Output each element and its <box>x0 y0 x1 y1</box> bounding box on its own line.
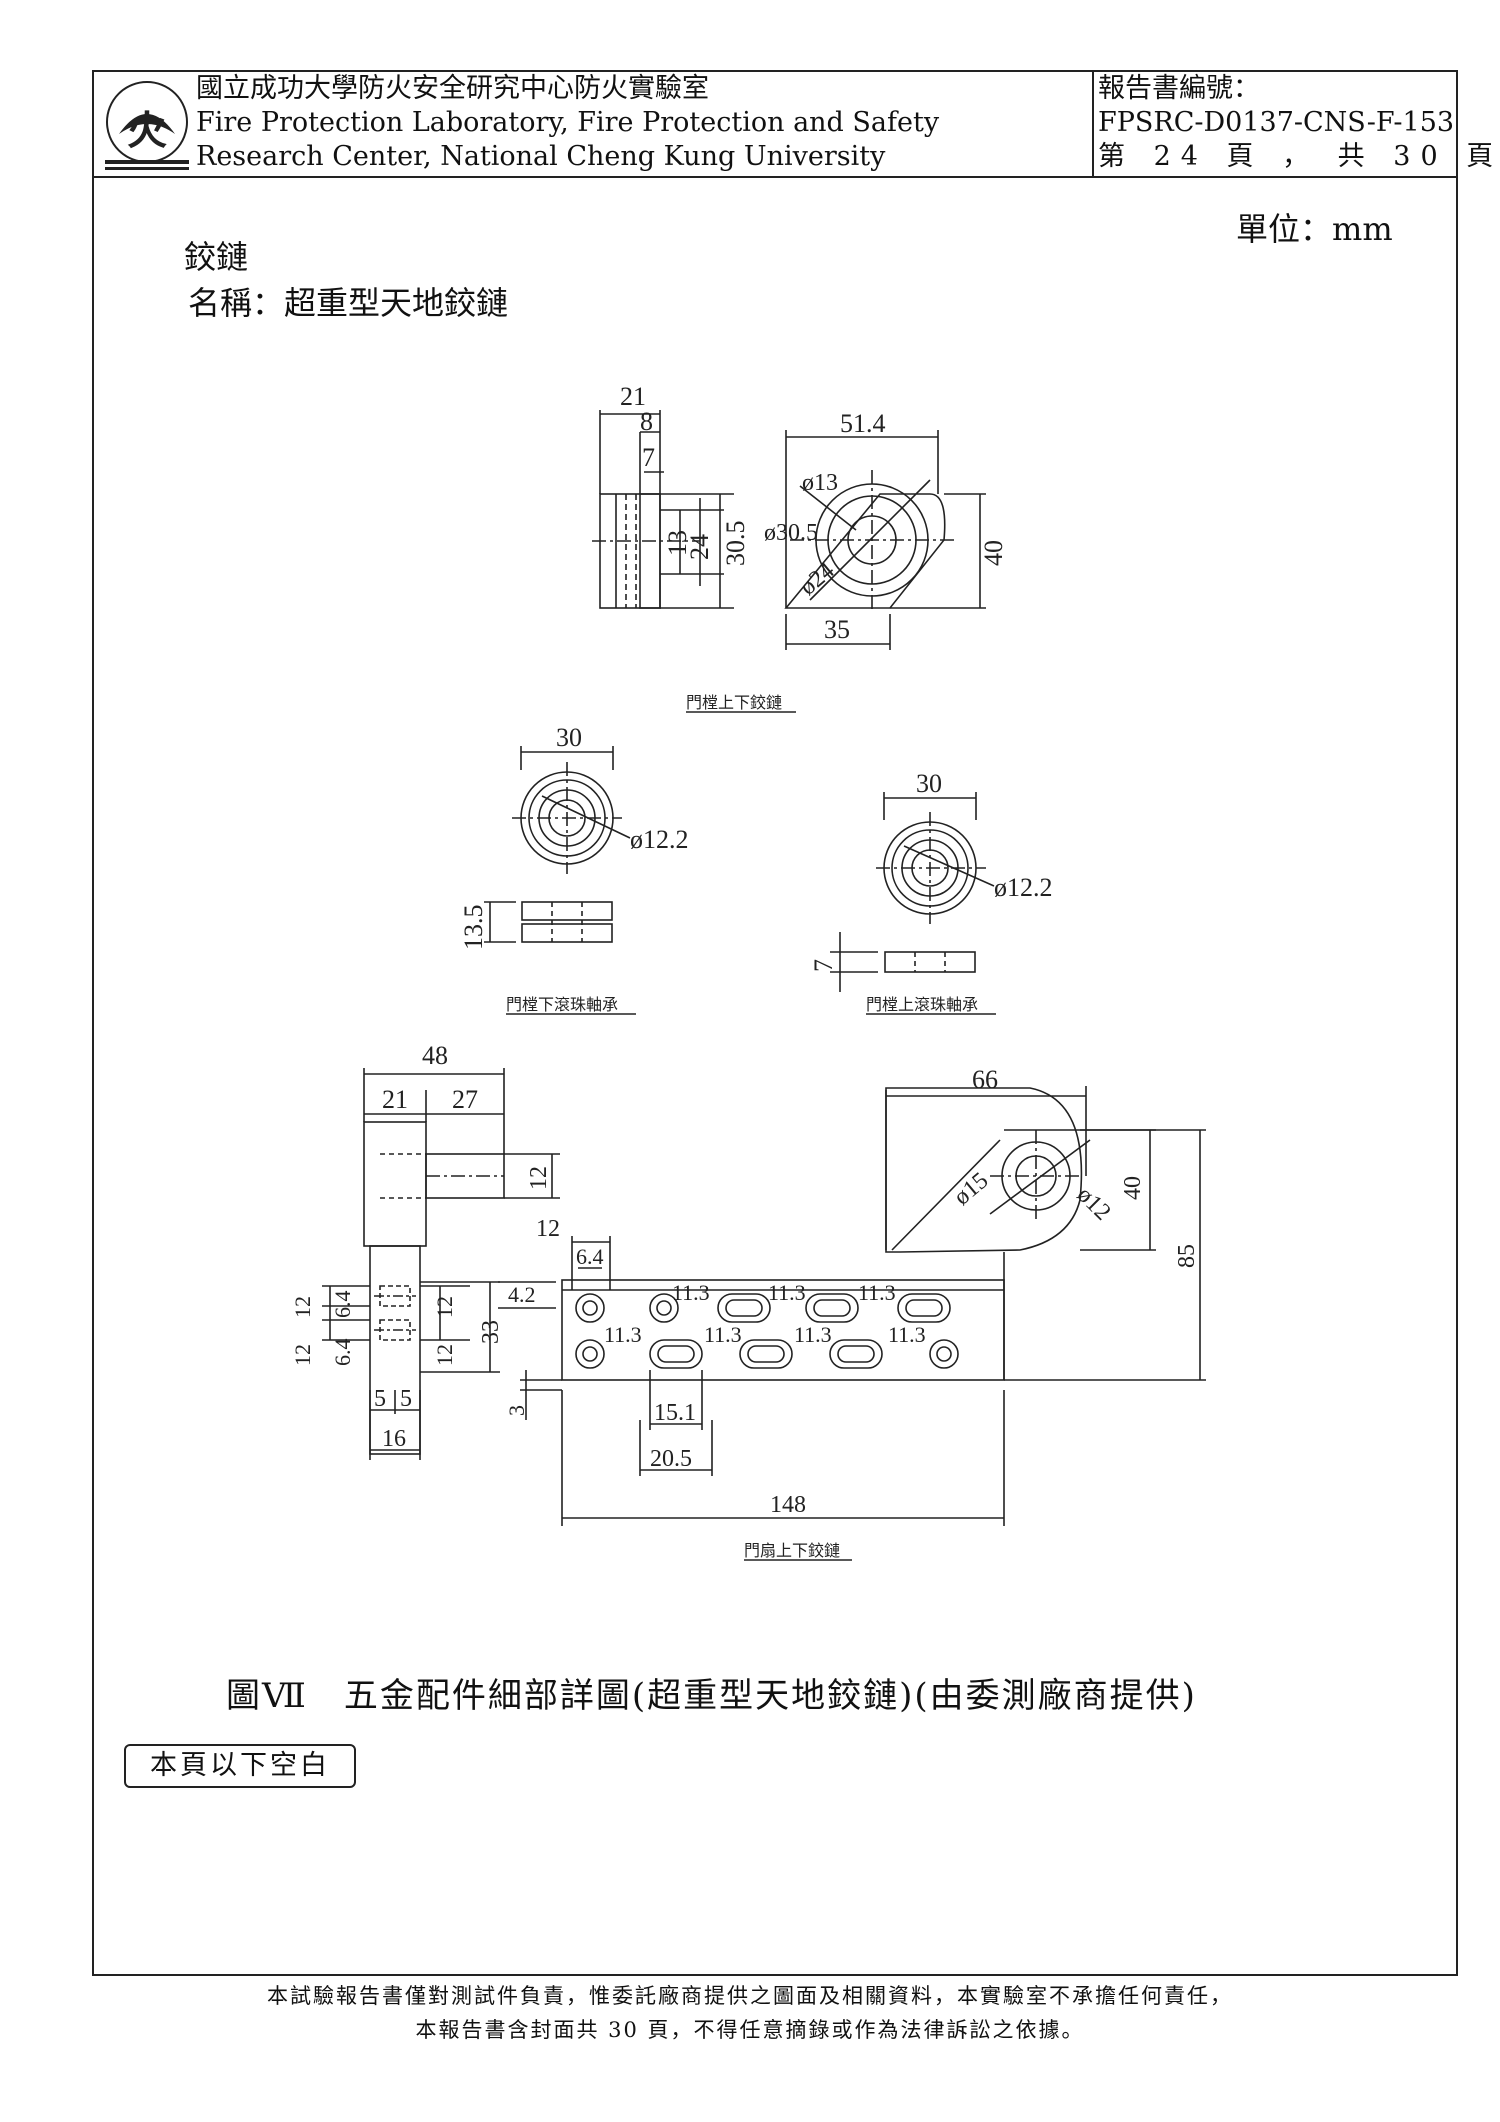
page-frame <box>92 70 1458 1976</box>
item-name: 名稱：超重型天地鉸鏈 <box>188 284 509 322</box>
dim-11-3-c: 11.3 <box>858 1280 896 1305</box>
dim-11-3-d: 11.3 <box>604 1322 642 1347</box>
dim-66: 66 <box>972 1065 998 1094</box>
header-divider <box>1092 70 1094 178</box>
dim-4-2: 4.2 <box>508 1282 536 1307</box>
leaf-hinge-plate <box>498 1086 1206 1526</box>
upper-bearing-label: 門樘上滾珠軸承 <box>866 996 978 1014</box>
footer-line-1: 本試驗報告書僅對測試件負責，惟委託廠商提供之圖面及相關資料，本實驗室不承擔任何責… <box>267 1984 1233 2008</box>
dim-6-4-left-top: 6.4 <box>330 1291 355 1319</box>
lab-logo: 火 <box>105 81 189 170</box>
lower-bearing-label: 門樘下滾珠軸承 <box>506 996 618 1014</box>
dim-12-pin: 12 <box>526 1166 552 1190</box>
dim-20-5: 20.5 <box>650 1446 692 1472</box>
blank-page-note: 本頁以下空白 <box>124 1744 356 1788</box>
dim-phi24: ø24 <box>795 558 839 601</box>
leaf-hinge-label: 門扇上下鉸鏈 <box>744 1542 840 1560</box>
dim-40: 40 <box>979 540 1008 566</box>
dim-27: 27 <box>452 1085 478 1114</box>
section-title: 鉸鏈 <box>184 238 249 276</box>
dim-12-plate: 12 <box>536 1216 560 1242</box>
dim-12-right-top: 12 <box>432 1296 457 1318</box>
dim-148: 148 <box>770 1492 806 1518</box>
header-row <box>92 70 1458 178</box>
dim-8: 8 <box>640 407 653 436</box>
footer-line-2: 本報告書含封面共 30 頁，不得任意摘錄或作為法律訴訟之依據。 <box>415 2018 1085 2042</box>
dim-11-3-a: 11.3 <box>672 1280 710 1305</box>
dim-15-1: 15.1 <box>654 1400 696 1426</box>
dim-11-3-f: 11.3 <box>794 1322 832 1347</box>
lab-name-zh: 國立成功大學防火安全研究中心防火實驗室 <box>196 73 709 104</box>
dim-30-lower: 30 <box>556 723 582 752</box>
dim-51-4: 51.4 <box>840 409 886 438</box>
dim-phi12-2-upper: ø12.2 <box>994 873 1053 902</box>
report-no: FPSRC-D0137-CNS-F-153 <box>1098 107 1455 138</box>
dim-11-3-g: 11.3 <box>888 1322 926 1347</box>
dim-30-upper: 30 <box>916 769 942 798</box>
dim-6-4-plate: 6.4 <box>576 1244 604 1269</box>
dim-30-5: 30.5 <box>721 521 750 567</box>
dim-13-5: 13.5 <box>459 905 488 951</box>
dim-6-4-left-bottom: 6.4 <box>330 1339 355 1367</box>
dim-5-a: 5 <box>374 1386 386 1412</box>
dim-phi12-2-lower: ø12.2 <box>630 825 689 854</box>
unit-label: 單位：mm <box>1236 210 1393 248</box>
dim-11-3-b: 11.3 <box>768 1280 806 1305</box>
frame-hinge-side-view <box>592 410 734 609</box>
dim-85: 85 <box>1174 1244 1200 1268</box>
dim-33: 33 <box>478 1320 504 1344</box>
dim-3: 3 <box>504 1405 529 1416</box>
dim-16: 16 <box>382 1426 406 1452</box>
frame-hinge-plan-view <box>784 430 986 650</box>
lab-title: 國立成功大學防火安全研究中心防火實驗室 Fire Protection Labo… <box>196 72 939 174</box>
dim-40-leaf: 40 <box>1120 1176 1146 1200</box>
dim-7: 7 <box>642 443 655 472</box>
dim-21: 21 <box>620 382 646 411</box>
logo-char: 火 <box>127 107 167 154</box>
leaf-hinge-side-view <box>322 1068 560 1460</box>
flame-shape <box>119 114 175 134</box>
dim-12-left-bottom: 12 <box>290 1344 315 1366</box>
lower-bearing <box>484 746 631 943</box>
dim-11-3-e: 11.3 <box>704 1322 742 1347</box>
dim-48: 48 <box>422 1041 448 1070</box>
dim-12-left-top: 12 <box>290 1296 315 1318</box>
dim-12-right-bottom: 12 <box>432 1344 457 1366</box>
report-info: 報告書編號： FPSRC-D0137-CNS-F-153 第 24 頁 ， 共 … <box>1098 72 1500 174</box>
dim-21-leaf: 21 <box>382 1085 408 1114</box>
dim-13: 13 <box>663 530 692 556</box>
upper-bearing <box>830 792 995 992</box>
dim-35: 35 <box>824 615 850 644</box>
dim-phi15: ø15 <box>949 1168 993 1211</box>
lab-name-en-1: Fire Protection Laboratory, Fire Protect… <box>196 107 940 138</box>
dim-phi12: ø12 <box>1072 1182 1116 1226</box>
dim-5-b: 5 <box>400 1386 412 1412</box>
dim-24: 24 <box>685 534 714 560</box>
figure-caption: 圖Ⅶ 五金配件細部詳圖(超重型天地鉸鏈)(由委測廠商提供) <box>226 1676 1197 1716</box>
dim-phi13: ø13 <box>802 470 838 496</box>
report-no-label: 報告書編號： <box>1098 73 1260 104</box>
dim-phi30-5: ø30.5 <box>764 520 818 546</box>
dim-7-upper: 7 <box>809 959 838 972</box>
lab-name-en-2: Research Center, National Cheng Kung Uni… <box>196 141 886 172</box>
page-info: 第 24 頁 ， 共 30 頁 <box>1098 141 1500 172</box>
frame-hinge-label: 門樘上下鉸鏈 <box>686 694 782 712</box>
